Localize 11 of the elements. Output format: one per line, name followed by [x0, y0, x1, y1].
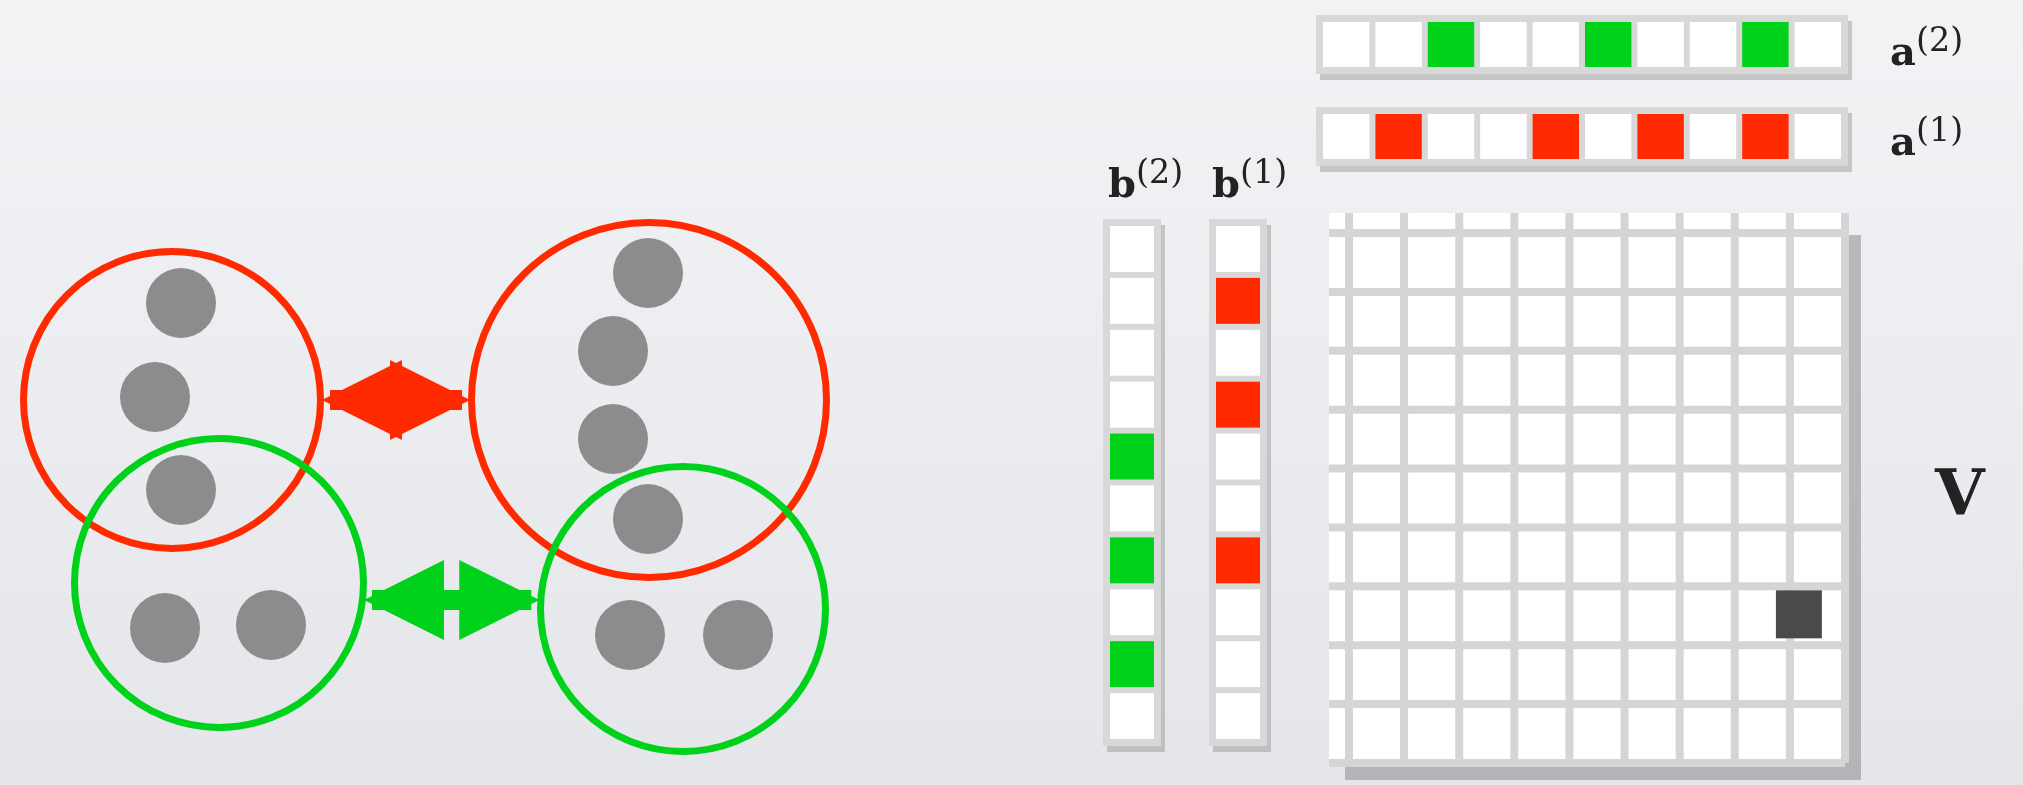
group-circle [20, 248, 324, 552]
vector-label: b$^{(2)}$ [1108, 152, 1184, 207]
vector-label: a$^{(2)}$ [1890, 20, 1964, 75]
double-arrow [364, 560, 540, 640]
group-circle [537, 463, 829, 755]
vector-label: a$^{(1)}$ [1890, 110, 1964, 165]
double-arrow [322, 360, 470, 440]
group-circle [468, 219, 830, 581]
matrix-label: V [1935, 455, 1985, 530]
vector-label: b$^{(1)}$ [1212, 152, 1288, 207]
group-circle [71, 435, 367, 731]
